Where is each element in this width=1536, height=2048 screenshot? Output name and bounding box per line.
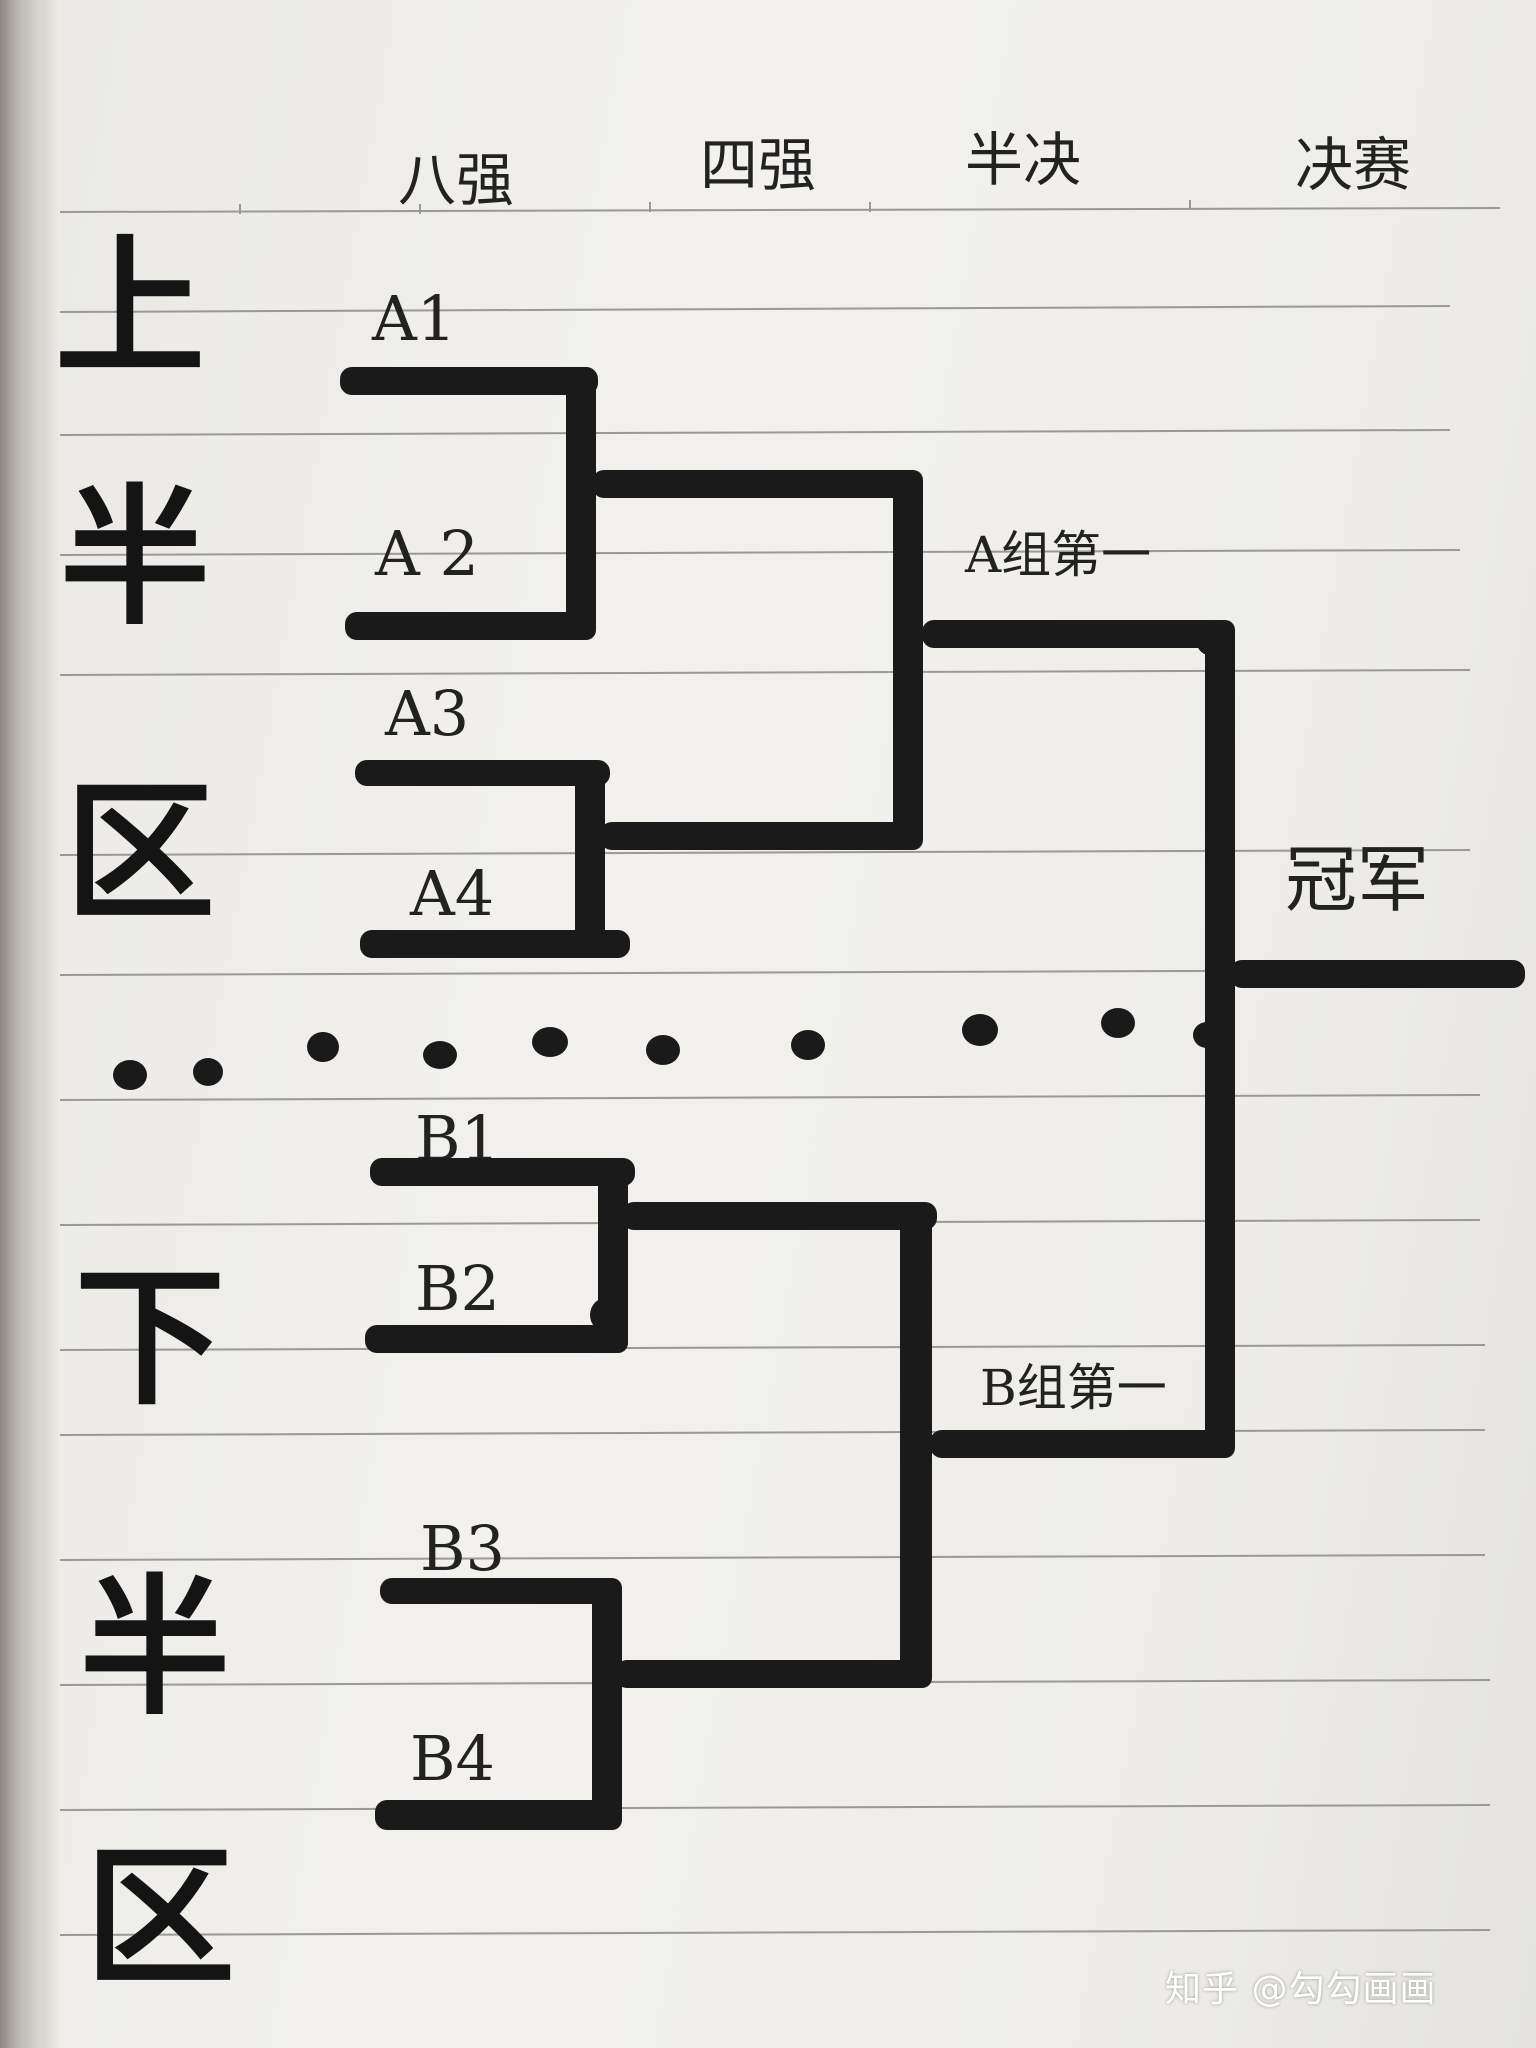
bracket-line-b12-winner — [622, 1202, 937, 1230]
bracket-line-b1 — [370, 1158, 635, 1186]
round-header-semifinal-4: 四强 — [700, 131, 816, 199]
bracket-line-a34-winner — [600, 822, 922, 850]
paper-edge — [42, 0, 60, 2048]
bracket-connector-a-semi — [893, 470, 923, 850]
half-top-char-3: 区 — [65, 767, 215, 941]
bracket-line-champion — [1230, 960, 1525, 988]
bracket-line-a12-winner — [592, 470, 922, 498]
half-top-char-1: 上 — [55, 222, 205, 396]
group-b-winner-label: B组第一 — [980, 1359, 1167, 1417]
bracket-connector-a12 — [566, 367, 596, 640]
bracket-line-b3 — [380, 1578, 620, 1604]
bracket-line-b2 — [365, 1325, 627, 1353]
bracket-line-a-winner — [922, 620, 1224, 648]
team-label-b4: B4 — [410, 1722, 495, 1795]
half-bottom-char-2: 半 — [80, 1562, 230, 1736]
bracket-line-a2 — [345, 612, 590, 640]
bracket-connector-b-semi — [900, 1202, 932, 1688]
ruled-lines — [59, 207, 1501, 1936]
round-header-quarterfinal: 八强 — [398, 146, 514, 214]
bracket-line-a1 — [340, 367, 598, 395]
team-label-b3: B3 — [420, 1512, 505, 1585]
bracket-line-b-winner — [930, 1430, 1232, 1458]
round-header-final: 决赛 — [1295, 131, 1411, 199]
team-label-a2: A 2 — [374, 517, 479, 590]
half-top-char-2: 半 — [60, 472, 210, 646]
notebook-binding — [0, 0, 42, 2048]
team-label-a1: A1 — [371, 282, 456, 355]
watermark: 知乎 @勾勾画画 — [1165, 1969, 1437, 2010]
round-header-semifinal: 半决 — [965, 126, 1081, 194]
bracket-line-a3 — [355, 760, 610, 786]
bracket-line-b34-winner — [615, 1660, 927, 1688]
bracket-line-a4 — [360, 930, 630, 958]
bracket-connector-b34 — [592, 1578, 622, 1830]
champion-label: 冠军 — [1285, 838, 1429, 922]
top-ruler-ticks — [239, 200, 1191, 214]
team-label-a4: A4 — [409, 857, 494, 930]
team-label-b2: B2 — [415, 1252, 500, 1325]
bracket-connector-a34 — [575, 760, 605, 958]
half-bottom-char-3: 区 — [85, 1832, 235, 2006]
half-divider-dots — [113, 1008, 1221, 1090]
team-label-a3: A3 — [384, 677, 469, 750]
half-bottom-char-1: 下 — [75, 1252, 225, 1426]
group-a-winner-label: A组第一 — [964, 526, 1151, 584]
bracket-line-b4 — [375, 1800, 620, 1830]
